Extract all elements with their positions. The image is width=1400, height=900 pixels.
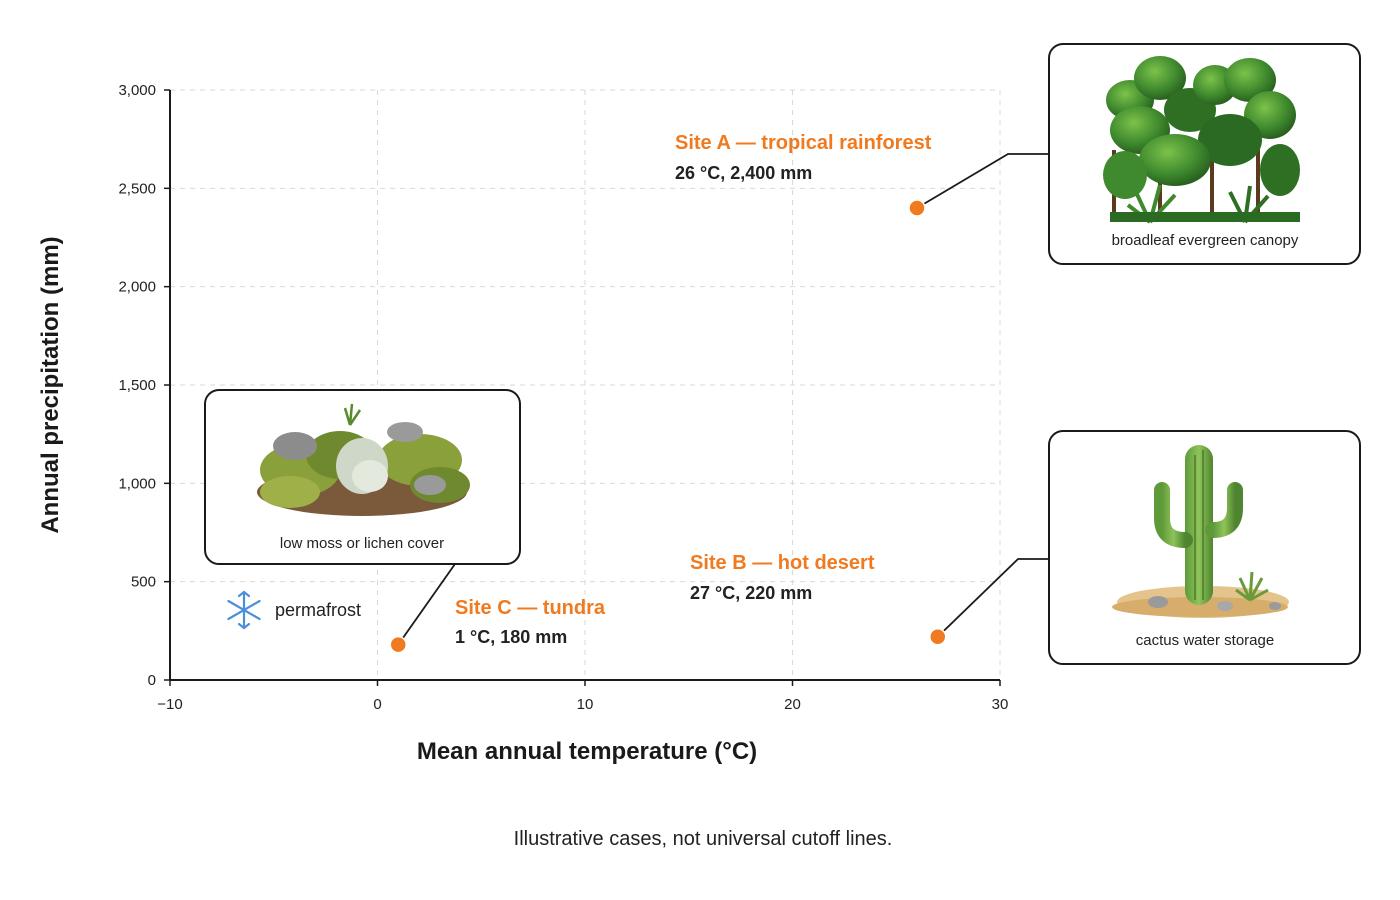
y-tick-label-1: 500	[131, 574, 156, 591]
y-tick-label-5: 2,500	[118, 180, 156, 197]
saguaro-cactus-illustration	[1112, 445, 1289, 618]
site-c-values: 1 °C, 180 mm	[455, 627, 567, 647]
inset-caption-site-a: broadleaf evergreen canopy	[1112, 232, 1299, 249]
permafrost-label: permafrost	[275, 600, 361, 620]
site-a-title: Site A — tropical rainforest	[675, 132, 932, 154]
x-axis-title: Mean annual temperature (°C)	[417, 738, 757, 765]
x-tick-label-3: 20	[784, 696, 801, 713]
x-tick-label-0: −10	[157, 696, 182, 713]
inset-card-site-a: broadleaf evergreen canopy	[1048, 43, 1361, 265]
y-tick-label-4: 2,000	[118, 279, 156, 296]
chart-grid	[170, 89, 1001, 680]
inset-caption-site-c: low moss or lichen cover	[280, 535, 444, 552]
site-b-values: 27 °C, 220 mm	[690, 583, 812, 603]
site-b-leader-line	[937, 558, 1049, 638]
x-axis-ticks: −10 0 10 20 30	[157, 680, 1008, 713]
site-a-leader-line	[916, 153, 1049, 209]
site-a-point	[908, 199, 926, 217]
y-tick-label-6: 3,000	[118, 82, 156, 99]
site-c-leader-line	[397, 563, 456, 646]
chart-footnote: Illustrative cases, not universal cutoff…	[514, 828, 893, 850]
site-c-point	[389, 635, 407, 654]
data-points	[389, 199, 947, 654]
x-tick-label-2: 10	[577, 696, 594, 713]
x-tick-label-4: 30	[992, 696, 1009, 713]
snowflake-icon	[227, 590, 261, 630]
site-c-title: Site C — tundra	[455, 597, 606, 619]
site-b-point	[929, 627, 947, 646]
y-axis-ticks: 0 500 1,000 1,500 2,000 2,500 3,000	[118, 82, 170, 689]
leader-lines	[397, 153, 1049, 646]
site-a-values: 26 °C, 2,400 mm	[675, 163, 812, 183]
inset-card-site-b: cactus water storage	[1048, 430, 1361, 665]
moss-lichen-illustration	[257, 403, 470, 516]
rainforest-canopy-illustration	[1103, 56, 1300, 224]
inset-caption-site-b: cactus water storage	[1136, 632, 1274, 649]
y-axis-title: Annual precipitation (mm)	[37, 236, 64, 533]
site-b-title: Site B — hot desert	[690, 552, 875, 574]
x-tick-label-1: 0	[373, 696, 381, 713]
y-tick-label-2: 1,000	[118, 475, 156, 492]
inset-card-site-c: low moss or lichen cover	[204, 389, 521, 565]
y-tick-label-3: 1,500	[118, 377, 156, 394]
y-tick-label-0: 0	[148, 672, 156, 689]
